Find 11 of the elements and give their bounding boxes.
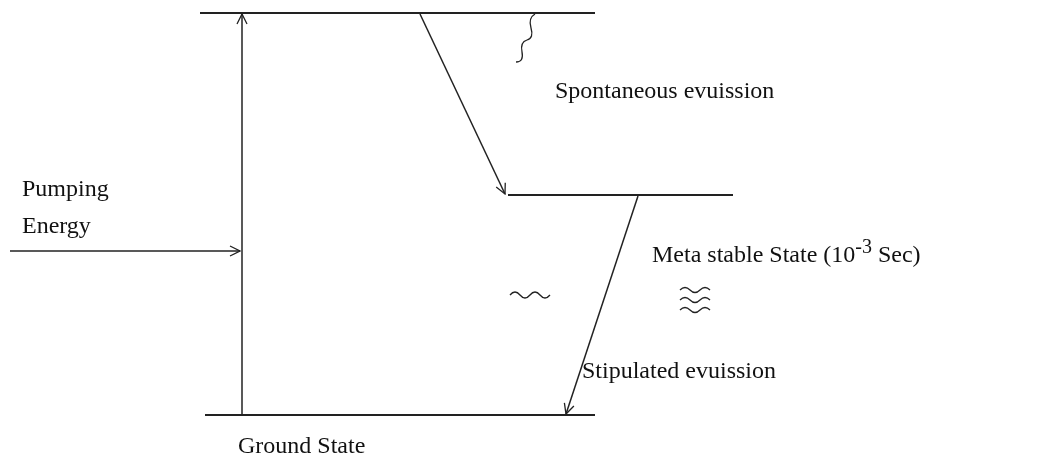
annotation-text: Stipulated evuission	[582, 356, 776, 385]
annotation-text: Spontaneous evuission	[555, 76, 775, 105]
level-label: Ground State	[238, 431, 366, 460]
transition-arrow	[563, 195, 639, 415]
energy-level-line	[200, 12, 595, 14]
energy-level-line	[508, 194, 733, 196]
annotation-text: Pumping Energy	[22, 174, 110, 240]
level-label: Meta stable State (10$^{-3}$ Sec)	[652, 234, 921, 269]
transition-arrow	[236, 13, 248, 415]
transition-arrow	[419, 13, 506, 195]
energy-level-line	[205, 414, 595, 416]
